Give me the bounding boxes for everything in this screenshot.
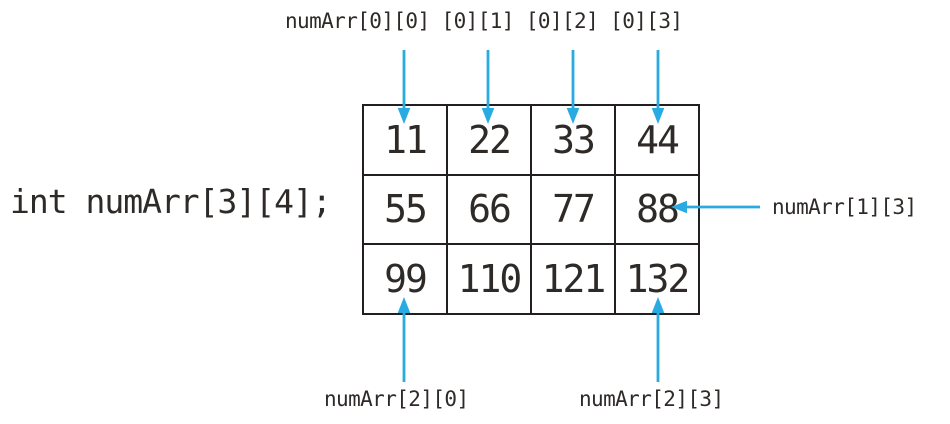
cell-2-3: 132: [615, 244, 699, 314]
cell-1-0: 55: [363, 174, 447, 245]
cell-2-1: 110: [447, 244, 531, 314]
cell-1-2: 77: [531, 174, 615, 245]
cell-2-0: 99: [363, 244, 447, 314]
cell-2-2: 121: [531, 244, 615, 314]
cell-0-1: 22: [447, 105, 531, 175]
cell-1-1: 66: [447, 174, 531, 245]
cell-1-3: 88: [615, 174, 699, 245]
array-declaration-text: int numArr[3][4];: [10, 182, 332, 221]
cell-0-3: 44: [615, 105, 699, 175]
element-1-3-label: numArr[1][3]: [772, 195, 917, 219]
element-2-0-label: numArr[2][0]: [324, 387, 469, 411]
element-2-3-label: numArr[2][3]: [579, 387, 724, 411]
row0-elements-label: numArr[0][0] [0][1] [0][2] [0][3]: [285, 9, 683, 33]
array-grid: 11 22 33 44 55 66 77 88 99 110 121 132: [362, 104, 700, 315]
cell-0-2: 33: [531, 105, 615, 175]
cell-0-0: 11: [363, 105, 447, 175]
